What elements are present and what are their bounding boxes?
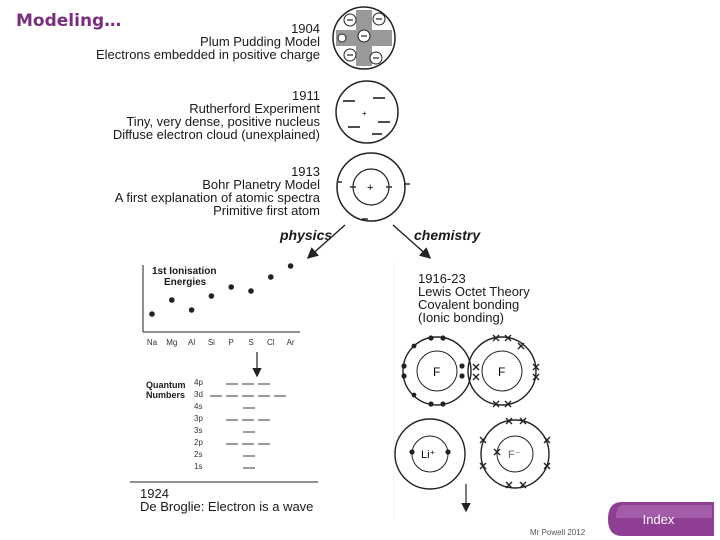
lewis-block: 1916-23 Lewis Octet Theory Covalent bond… (418, 272, 530, 324)
rutherford-atom: + (335, 80, 399, 144)
ionisation-points (149, 263, 294, 317)
timeline-1913: 1913 Bohr Planetry Model A first explana… (60, 165, 320, 217)
ionisation-tick-labels: Na Mg Al Si P S Cl Ar (147, 338, 295, 347)
lewis-line-2: Covalent bonding (418, 297, 520, 312)
ionisation-title: 1st Ionisation Energies (152, 266, 216, 288)
ionisation-title-line1: 1st Ionisation (152, 266, 217, 277)
quantum-level-label: 1s (194, 462, 202, 471)
plum-pudding-atom (332, 6, 396, 70)
ionisation-title-line2: Energies (164, 277, 207, 288)
lewis-year: 1916-23 (418, 271, 466, 286)
quantum-label-line1: Quantum (146, 380, 186, 390)
quantum-level-label: 4p (194, 378, 203, 387)
chemistry-arrow (392, 224, 432, 259)
timeline-1911: 1911 Rutherford Experiment Tiny, very de… (60, 89, 320, 141)
ionisation-tick-label: Al (188, 338, 195, 347)
bohr-nucleus: + (367, 182, 373, 194)
ionisation-tick-label: Ar (287, 338, 295, 347)
ionisation-tick-label: P (229, 338, 234, 347)
quantum-label: Quantum Numbers (146, 380, 186, 400)
ionisation-point (248, 288, 254, 294)
broglie-text: De Broglie: Electron is a wave (140, 499, 314, 514)
broglie-block: 1924 De Broglie: Electron is a wave (140, 487, 313, 513)
ionisation-point (169, 297, 175, 303)
year-1911: 1911 (292, 88, 320, 103)
model-name-1911: Rutherford Experiment (189, 101, 320, 116)
model-desc-1911-a: Tiny, very dense, positive nucleus (126, 114, 320, 129)
model-name-1904: Plum Pudding Model (200, 34, 320, 49)
quantum-rows: 4p 3d 4s 3p 3s 2p 2s 1s (194, 378, 286, 471)
ionisation-point (188, 307, 195, 313)
quantum-level-label: 3d (194, 390, 203, 399)
model-desc-1904: Electrons embedded in positive charge (95, 47, 320, 62)
f-left-symbol: F (433, 365, 440, 379)
model-desc-1911-b: Diffuse electron cloud (unexplained) (112, 127, 320, 142)
rutherford-nucleus: + (362, 109, 367, 118)
ionisation-axes (142, 265, 300, 333)
quantum-level-label: 2p (194, 438, 203, 447)
ionisation-point (287, 263, 294, 269)
model-desc-1913-a: A first explanation of atomic spectra (114, 190, 320, 205)
quantum-level-label: 3p (194, 414, 203, 423)
slide-title: Modeling… (16, 11, 122, 31)
year-1913: 1913 (291, 164, 320, 179)
f-right-symbol: F (498, 365, 505, 379)
physics-arrow (306, 224, 346, 259)
timeline-1904: 1904 Plum Pudding Model Electrons embedd… (60, 22, 320, 61)
lewis-line-3: (Ionic bonding) (418, 310, 504, 325)
fluorine-molecule: F F (401, 334, 540, 408)
ionic-pair: Li⁺ F⁻ (394, 417, 551, 490)
lithium-ion-symbol: Li⁺ (421, 449, 436, 461)
ionisation-tick-label: S (248, 338, 253, 347)
broglie-year: 1924 (140, 486, 169, 501)
lewis-line-1: Lewis Octet Theory (418, 284, 530, 299)
ionisation-point (208, 293, 215, 299)
quantum-level-label: 2s (194, 450, 202, 459)
physics-label: physics (280, 227, 333, 243)
ionisation-point (268, 274, 274, 280)
quantum-level-label: 4s (194, 402, 202, 411)
index-button[interactable] (606, 500, 716, 538)
ionisation-tick-label: Na (147, 338, 158, 347)
credit-text: Mr Powell 2012 (530, 528, 586, 537)
bohr-atom: + (336, 152, 410, 222)
ionisation-tick-label: Mg (166, 338, 177, 347)
model-name-1913: Bohr Planetry Model (202, 177, 320, 192)
chemistry-label: chemistry (414, 227, 481, 243)
quantum-level-label: 3s (194, 426, 202, 435)
model-desc-1913-b: Primitive first atom (213, 203, 320, 218)
index-label: Index (642, 512, 675, 527)
quantum-label-line2: Numbers (146, 390, 186, 400)
year-1904: 1904 (291, 21, 320, 36)
fluoride-ion-symbol: F⁻ (508, 449, 521, 461)
ionisation-point (228, 284, 234, 290)
ionisation-point (149, 311, 155, 317)
ionisation-tick-label: Si (208, 338, 215, 347)
ionisation-tick-label: Cl (267, 338, 275, 347)
